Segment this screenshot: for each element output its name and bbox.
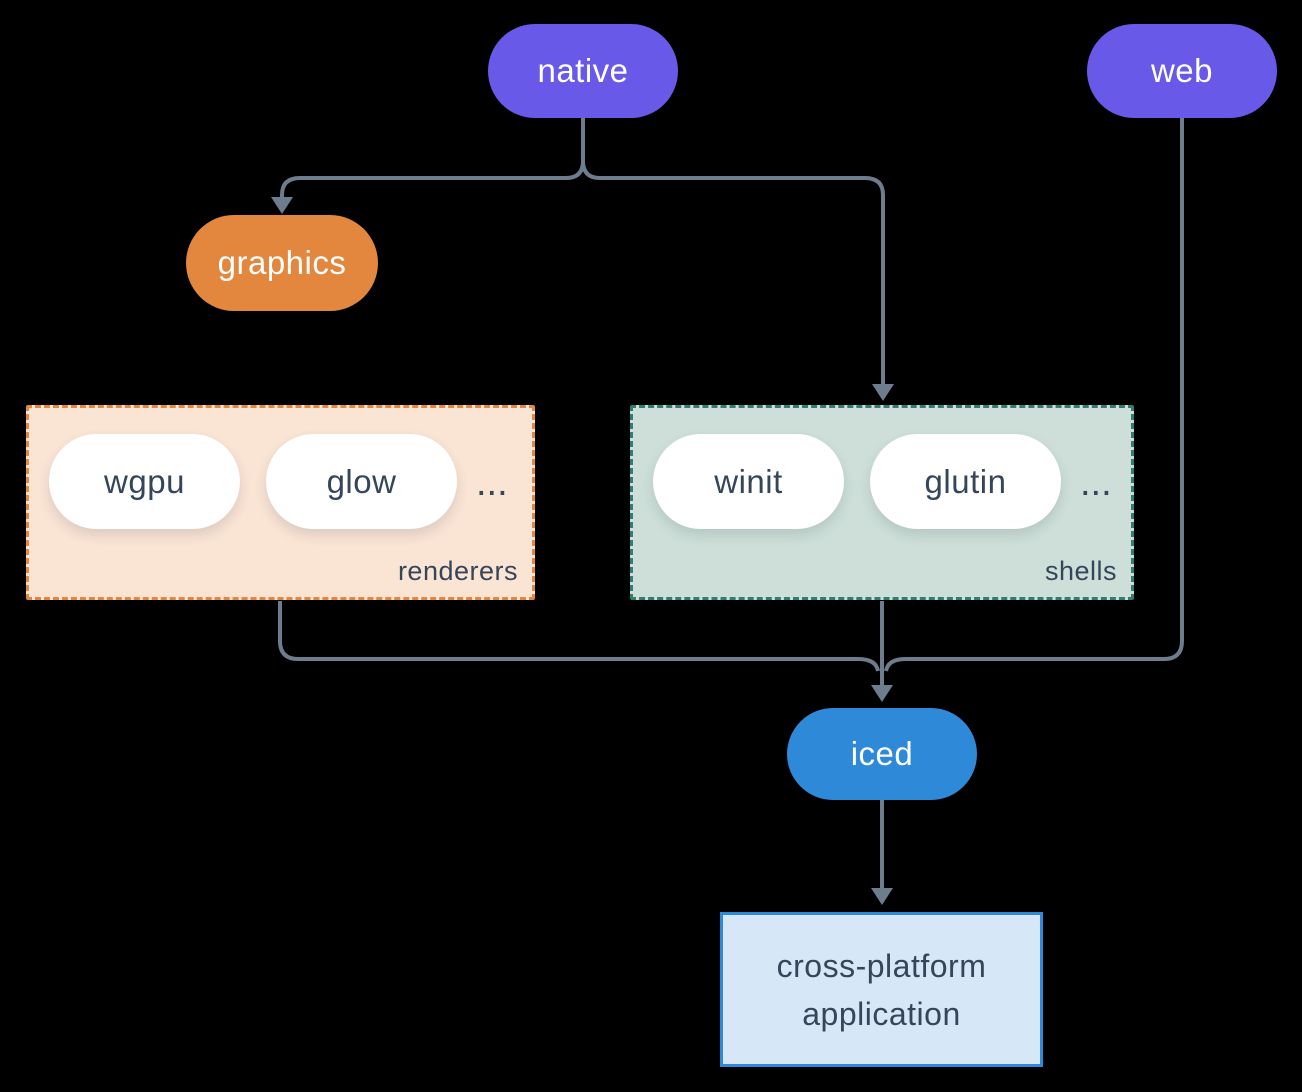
renderers-ellipsis: ... <box>476 462 508 504</box>
node-graphics-label: graphics <box>217 244 347 281</box>
shells-ellipsis: ... <box>1080 462 1112 504</box>
node-iced-label: iced <box>850 735 914 772</box>
node-native: native <box>488 24 678 118</box>
edge-native-to-graphics <box>280 118 585 199</box>
shells-group: winit glutin ... shells <box>630 405 1134 600</box>
application-label-line1: cross-platform <box>776 947 987 984</box>
node-web-label: web <box>1150 52 1214 89</box>
arrowhead-iced <box>871 685 893 702</box>
edge-web-to-iced <box>884 118 1184 672</box>
application-label-line2: application <box>802 995 961 1032</box>
node-web: web <box>1087 24 1277 118</box>
node-wgpu-label: wgpu <box>104 462 185 500</box>
shells-group-label: shells <box>1044 556 1117 586</box>
renderers-group: wgpu glow ... renderers <box>26 405 535 600</box>
node-wgpu: wgpu <box>49 434 240 529</box>
node-glow: glow <box>266 434 457 529</box>
node-native-label: native <box>537 52 629 89</box>
node-winit-label: winit <box>714 462 783 500</box>
node-graphics: graphics <box>186 215 378 311</box>
cross-platform-application-box: cross-platform application <box>720 912 1043 1067</box>
node-glutin: glutin <box>870 434 1061 529</box>
arrowhead-application <box>871 888 893 905</box>
node-glow-label: glow <box>326 462 397 500</box>
node-iced: iced <box>787 708 977 800</box>
edge-native-to-shells <box>581 160 885 386</box>
arrowhead-graphics <box>271 197 293 214</box>
arrowhead-shells <box>872 384 894 401</box>
node-glutin-label: glutin <box>924 462 1007 500</box>
renderers-group-label: renderers <box>397 556 518 586</box>
node-winit: winit <box>653 434 844 529</box>
edge-renderers-to-iced <box>278 601 880 672</box>
